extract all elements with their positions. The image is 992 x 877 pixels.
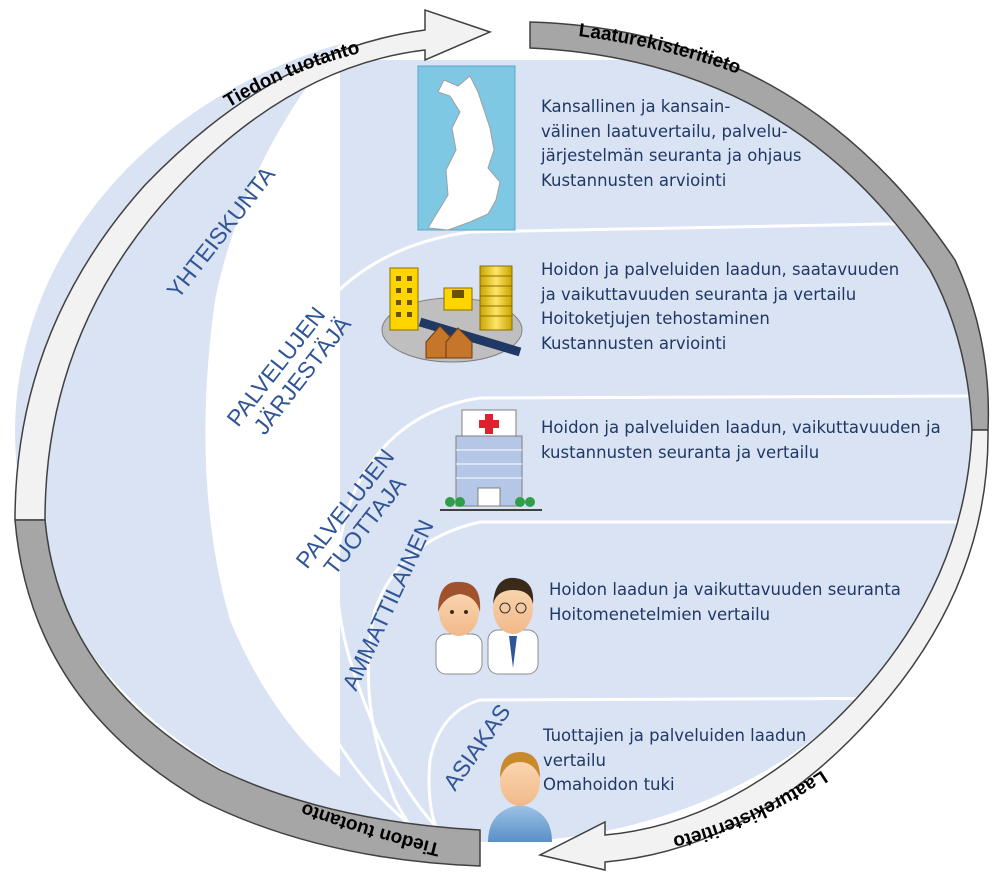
separator-ammattilainen: [427, 696, 975, 842]
arrow-bottom-left-body: [14, 519, 481, 867]
description-line: vertailu: [543, 750, 606, 770]
hospital-icon: [440, 409, 542, 511]
separator-yhteiskunta: [259, 220, 975, 842]
arrow-top-left-body: [14, 8, 493, 521]
description-line: Hoidon ja palveluiden laadun, saatavuude…: [541, 260, 900, 279]
description-asiakas: Tuottajien ja palveluiden laadun vertail…: [543, 724, 806, 798]
description-ammattilainen: Hoidon laadun ja vaikuttavuuden seuranta…: [549, 578, 901, 627]
description-palvelujen-tuottaja: Hoidon ja palveluiden laadun, vaikuttavu…: [541, 416, 941, 465]
city-coins-icon: [381, 265, 523, 363]
patient-icon: [488, 752, 552, 842]
doctor-nurse-icon: [435, 577, 539, 675]
arrow-bottom-right-body: [537, 429, 989, 871]
description-line: Hoidon ja palveluiden laadun, vaikuttavu…: [541, 418, 941, 437]
description-line: Omahoidon tuki: [543, 775, 675, 794]
description-line: Hoidon laadun ja vaikuttavuuden seuranta: [549, 580, 901, 599]
description-line: Kustannusten arviointi: [541, 333, 727, 353]
description-line: Tuottajien ja palveluiden laadun: [543, 726, 807, 745]
description-line: kustannusten seuranta ja vertailu: [541, 442, 820, 462]
finland-map-icon: [417, 65, 516, 231]
description-yhteiskunta: Kansallinen ja kansain- välinen laatuver…: [541, 95, 802, 193]
description-line: Hoitomenetelmien vertailu: [549, 604, 771, 624]
description-line: Kustannusten arviointi: [541, 170, 727, 190]
description-line: järjestelmän seuranta ja ohjaus: [541, 146, 802, 165]
description-line: ja vaikuttavuuden seuranta ja vertailu: [541, 284, 857, 304]
separator-tuottaja: [366, 520, 975, 842]
description-palvelujen-jarjestaja: Hoidon ja palveluiden laadun, saatavuude…: [541, 258, 899, 356]
description-line: Kansallinen ja kansain-: [541, 97, 731, 116]
separator-jarjestaja: [335, 394, 975, 842]
outer-left-region: [15, 22, 460, 842]
description-line: välinen laatuvertailu, palvelu-: [541, 121, 788, 141]
description-line: Hoitoketjujen tehostaminen: [541, 309, 770, 328]
